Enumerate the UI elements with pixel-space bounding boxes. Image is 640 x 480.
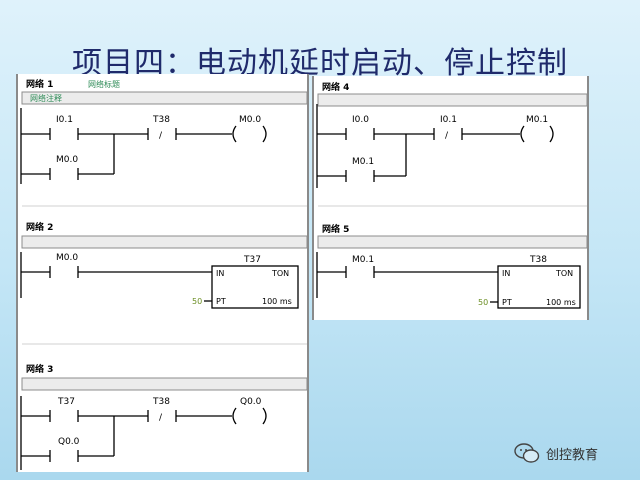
- contact-no: [345, 128, 375, 140]
- coil-address: M0.0: [239, 115, 261, 125]
- network-5: 网络 5 M0.1 IN TON PT 100 ms T38 50: [317, 223, 587, 309]
- contact-nc: /: [433, 128, 463, 141]
- contact-no: [49, 450, 79, 462]
- svg-text:PT: PT: [216, 297, 226, 306]
- svg-text:/: /: [159, 131, 163, 141]
- contact-no: [345, 266, 375, 278]
- network-label: 网络 5: [322, 223, 349, 235]
- ladder-diagram-left: 网络 1 网络标题 网络注释 I0.1 / T38 M0.0: [20, 78, 307, 470]
- contact-address: M0.0: [56, 253, 78, 263]
- ladder-panel-right: 网络 4 I0.0 / I0.1 M0.1: [312, 76, 589, 320]
- svg-text:/: /: [159, 413, 163, 423]
- network-comment-bar: [317, 235, 587, 249]
- network-title: 网络标题: [88, 79, 120, 89]
- network-label: 网络 2: [26, 221, 53, 233]
- svg-text:TON: TON: [555, 269, 573, 278]
- timer-block: IN TON PT 100 ms: [497, 265, 581, 309]
- contact-address: M0.1: [352, 157, 374, 167]
- svg-text:IN: IN: [502, 269, 510, 278]
- timer-preset: 50: [192, 297, 202, 306]
- contact-address: I0.0: [352, 115, 369, 125]
- wechat-icon: [514, 443, 540, 463]
- contact-no: [345, 170, 375, 182]
- network-3: 网络 3 T37 / T38 Q0.0: [21, 363, 307, 462]
- contact-nc: /: [147, 410, 177, 423]
- network-comment-bar: [317, 93, 587, 107]
- network-2: 网络 2 M0.0 IN TON PT 100 ms T37 50: [21, 221, 307, 309]
- svg-text:PT: PT: [502, 298, 512, 307]
- contact-address: I0.1: [56, 115, 73, 125]
- contact-no: [49, 410, 79, 422]
- contact-no: [49, 266, 79, 278]
- network-comment: 网络注释: [30, 93, 62, 103]
- network-comment-bar: [21, 91, 307, 105]
- svg-text:IN: IN: [216, 269, 224, 278]
- timer-block: IN TON PT 100 ms: [211, 265, 299, 309]
- network-label: 网络 1: [26, 78, 53, 90]
- coil-address: Q0.0: [240, 397, 262, 407]
- contact-address: T38: [152, 115, 170, 125]
- svg-text:100 ms: 100 ms: [262, 297, 292, 306]
- output-coil: [232, 407, 267, 425]
- timer-address: T37: [243, 255, 261, 265]
- contact-address: M0.0: [56, 155, 78, 165]
- network-1: 网络 1 网络标题 网络注释 I0.1 / T38 M0.0: [21, 78, 307, 180]
- contact-address: M0.1: [352, 255, 374, 265]
- contact-address: Q0.0: [58, 437, 80, 447]
- contact-nc: /: [147, 128, 177, 141]
- ladder-diagram-right: 网络 4 I0.0 / I0.1 M0.1: [316, 81, 587, 309]
- watermark-text: 创控教育: [546, 447, 599, 463]
- output-coil: [232, 125, 267, 143]
- output-coil: [520, 125, 554, 143]
- timer-address: T38: [529, 255, 547, 265]
- network-comment-bar: [21, 377, 307, 391]
- network-4: 网络 4 I0.0 / I0.1 M0.1: [317, 81, 587, 182]
- network-label: 网络 4: [322, 81, 349, 93]
- ladder-panel-left: 网络 1 网络标题 网络注释 I0.1 / T38 M0.0: [16, 74, 309, 472]
- watermark: 创控教育: [514, 440, 598, 466]
- network-label: 网络 3: [26, 363, 53, 375]
- contact-address: I0.1: [440, 115, 457, 125]
- svg-text:/: /: [445, 131, 449, 141]
- contact-address: T37: [57, 397, 75, 407]
- network-comment-bar: [21, 235, 307, 249]
- contact-no: [49, 128, 79, 140]
- svg-text:TON: TON: [271, 269, 289, 278]
- coil-address: M0.1: [526, 115, 548, 125]
- svg-text:100 ms: 100 ms: [546, 298, 576, 307]
- timer-preset: 50: [478, 298, 488, 307]
- contact-no: [49, 168, 79, 180]
- contact-address: T38: [152, 397, 170, 407]
